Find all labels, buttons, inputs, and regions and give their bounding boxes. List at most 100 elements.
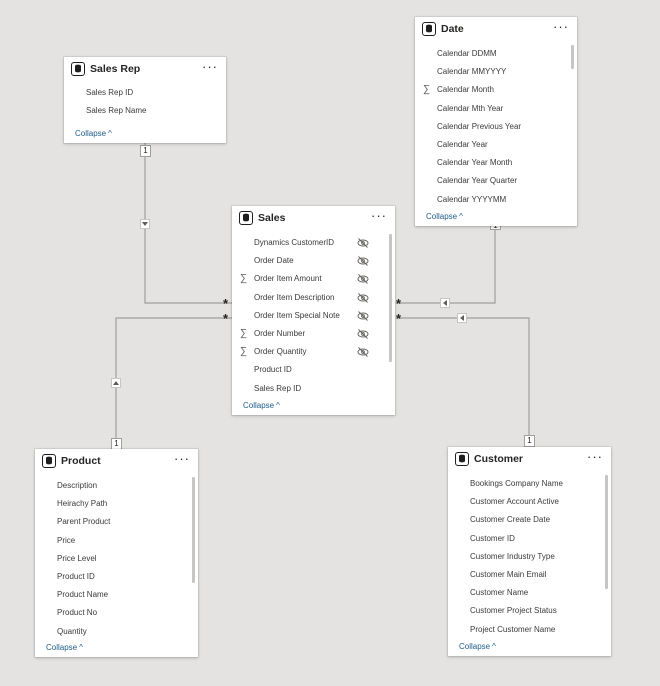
field-item[interactable]: Customer Account Active	[448, 493, 611, 511]
table-header[interactable]: Date ···	[415, 17, 577, 43]
field-name: Price	[57, 535, 76, 545]
table-header[interactable]: Product ···	[35, 449, 198, 475]
field-item[interactable]: Description	[35, 477, 198, 495]
cardinality-many-salesrep: *	[223, 296, 229, 311]
table-card-product[interactable]: Product ··· Description Heirachy Path Pa…	[35, 449, 198, 657]
cardinality-one-salesrep: 1	[140, 145, 151, 157]
sigma-icon: ∑	[240, 273, 248, 285]
field-item[interactable]: Product ID	[232, 361, 395, 379]
field-item[interactable]: Product No	[35, 604, 198, 622]
field-item[interactable]: Bookings Company Name	[448, 475, 611, 493]
field-name: Customer Create Date	[470, 515, 551, 525]
eye-hidden-icon[interactable]	[357, 347, 369, 357]
field-item[interactable]: Product Name	[35, 586, 198, 604]
field-item[interactable]: Calendar MMYYYY	[415, 63, 577, 81]
eye-hidden-icon[interactable]	[357, 310, 369, 321]
field-item[interactable]: Sales Rep ID	[232, 380, 395, 398]
field-item[interactable]: ∑Order Quantity	[232, 343, 395, 361]
field-name: Calendar Year Month	[437, 158, 513, 168]
field-list: Calendar DDMM Calendar MMYYYY ∑Calendar …	[415, 45, 577, 211]
field-list: Sales Rep ID Sales Rep Name	[64, 84, 226, 120]
field-item[interactable]: Customer Industry Type	[448, 548, 611, 566]
field-item[interactable]: Customer Name	[448, 584, 611, 602]
field-name: Parent Product	[57, 517, 111, 527]
more-options-icon[interactable]: ···	[202, 59, 218, 74]
field-item[interactable]: Customer Create Date	[448, 511, 611, 529]
field-item[interactable]: Calendar DDMM	[415, 45, 577, 63]
field-item[interactable]: Price Level	[35, 550, 198, 568]
field-name: Product ID	[57, 571, 95, 581]
more-options-icon[interactable]: ···	[587, 449, 603, 464]
field-item[interactable]: Calendar Year	[415, 136, 577, 154]
eye-hidden-icon[interactable]	[357, 238, 369, 248]
collapse-button[interactable]: Collapse^	[426, 212, 463, 221]
field-name: Project Customer Name	[470, 624, 556, 634]
scrollbar[interactable]	[571, 45, 574, 69]
filter-direction-arrow-icon[interactable]	[140, 219, 150, 229]
scrollbar[interactable]	[605, 475, 608, 589]
eye-hidden-icon[interactable]	[357, 292, 369, 303]
field-item[interactable]: ∑Calendar Month	[415, 81, 577, 99]
eye-hidden-icon[interactable]	[357, 274, 369, 285]
field-item[interactable]: Calendar Mth Year	[415, 100, 577, 118]
field-item[interactable]: Order Date	[232, 252, 395, 270]
field-name: Heirachy Path	[57, 499, 108, 509]
more-options-icon[interactable]: ···	[174, 451, 190, 466]
field-item[interactable]: Heirachy Path	[35, 495, 198, 513]
field-item[interactable]: Price	[35, 532, 198, 550]
table-card-sales-rep[interactable]: Sales Rep ··· Sales Rep ID Sales Rep Nam…	[64, 57, 226, 143]
field-name: Price Level	[57, 553, 97, 563]
filter-direction-arrow-icon[interactable]	[457, 313, 467, 323]
eye-hidden-icon[interactable]	[357, 329, 369, 339]
field-item[interactable]: ∑Order Number	[232, 325, 395, 343]
field-item[interactable]: Product ID	[35, 568, 198, 586]
table-header[interactable]: Sales Rep ···	[64, 57, 226, 83]
more-options-icon[interactable]: ···	[553, 19, 569, 34]
table-title: Product	[61, 455, 101, 467]
table-card-customer[interactable]: Customer ··· Bookings Company Name Custo…	[448, 447, 611, 656]
collapse-label: Collapse	[46, 643, 78, 652]
field-name: Calendar DDMM	[437, 49, 497, 58]
collapse-button[interactable]: Collapse^	[46, 643, 83, 652]
field-item[interactable]: Calendar Year Quarter	[415, 172, 577, 190]
sigma-icon: ∑	[423, 84, 431, 96]
table-header[interactable]: Sales ···	[232, 206, 395, 232]
field-item[interactable]: Project Customer Name	[448, 621, 611, 638]
field-item[interactable]: Order Item Description	[232, 289, 395, 307]
scrollbar[interactable]	[389, 234, 392, 362]
field-item[interactable]: ∑Order Item Amount	[232, 270, 395, 288]
field-item[interactable]: Sales Rep Name	[64, 102, 226, 120]
field-item[interactable]: Calendar YYYYMM	[415, 191, 577, 209]
field-item[interactable]: Quantity	[35, 623, 198, 638]
field-item[interactable]: Parent Product	[35, 513, 198, 531]
chevron-up-icon: ^	[108, 129, 112, 138]
scrollbar[interactable]	[192, 477, 195, 583]
collapse-label: Collapse	[243, 401, 275, 410]
cardinality-many-product: *	[223, 311, 229, 326]
chevron-up-icon: ^	[492, 642, 496, 651]
field-item[interactable]: Customer Project Status	[448, 602, 611, 620]
filter-direction-arrow-icon[interactable]	[111, 378, 121, 388]
field-name: Customer ID	[470, 533, 515, 543]
field-item[interactable]: Calendar Year Month	[415, 154, 577, 172]
field-item[interactable]: Order Item Special Note	[232, 307, 395, 325]
table-header[interactable]: Customer ···	[448, 447, 611, 473]
field-item[interactable]: Dynamics CustomerID	[232, 234, 395, 252]
field-name: Calendar YYYYMM	[437, 194, 507, 204]
field-item[interactable]: Customer ID	[448, 530, 611, 548]
field-name: Sales Rep ID	[254, 383, 302, 393]
field-item[interactable]: Sales Rep ID	[64, 84, 226, 102]
collapse-button[interactable]: Collapse^	[243, 401, 280, 410]
collapse-button[interactable]: Collapse^	[459, 642, 496, 651]
filter-direction-arrow-icon[interactable]	[440, 298, 450, 308]
field-item[interactable]: Calendar Previous Year	[415, 118, 577, 136]
field-item[interactable]: Customer Main Email	[448, 566, 611, 584]
table-card-sales[interactable]: Sales ··· Dynamics CustomerID Order Date…	[232, 206, 395, 415]
table-card-date[interactable]: Date ··· Calendar DDMM Calendar MMYYYY ∑…	[415, 17, 577, 226]
eye-hidden-icon[interactable]	[357, 256, 369, 267]
more-options-icon[interactable]: ···	[371, 208, 387, 223]
field-name: Calendar Mth Year	[437, 103, 504, 113]
collapse-button[interactable]: Collapse^	[75, 129, 112, 138]
field-name: Calendar Year Quarter	[437, 176, 518, 186]
